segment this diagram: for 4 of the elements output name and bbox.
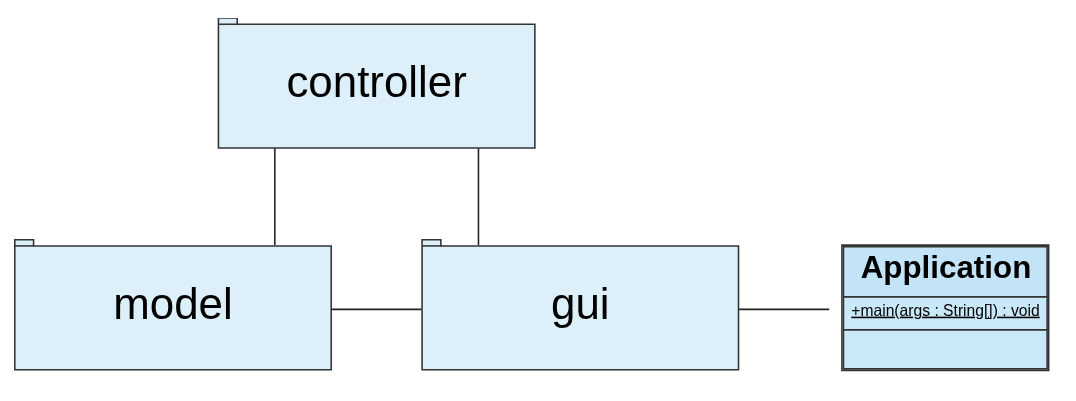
connector bbox=[330, 308, 423, 311]
connector bbox=[274, 147, 276, 246]
connector bbox=[477, 147, 480, 246]
connector bbox=[738, 308, 831, 311]
